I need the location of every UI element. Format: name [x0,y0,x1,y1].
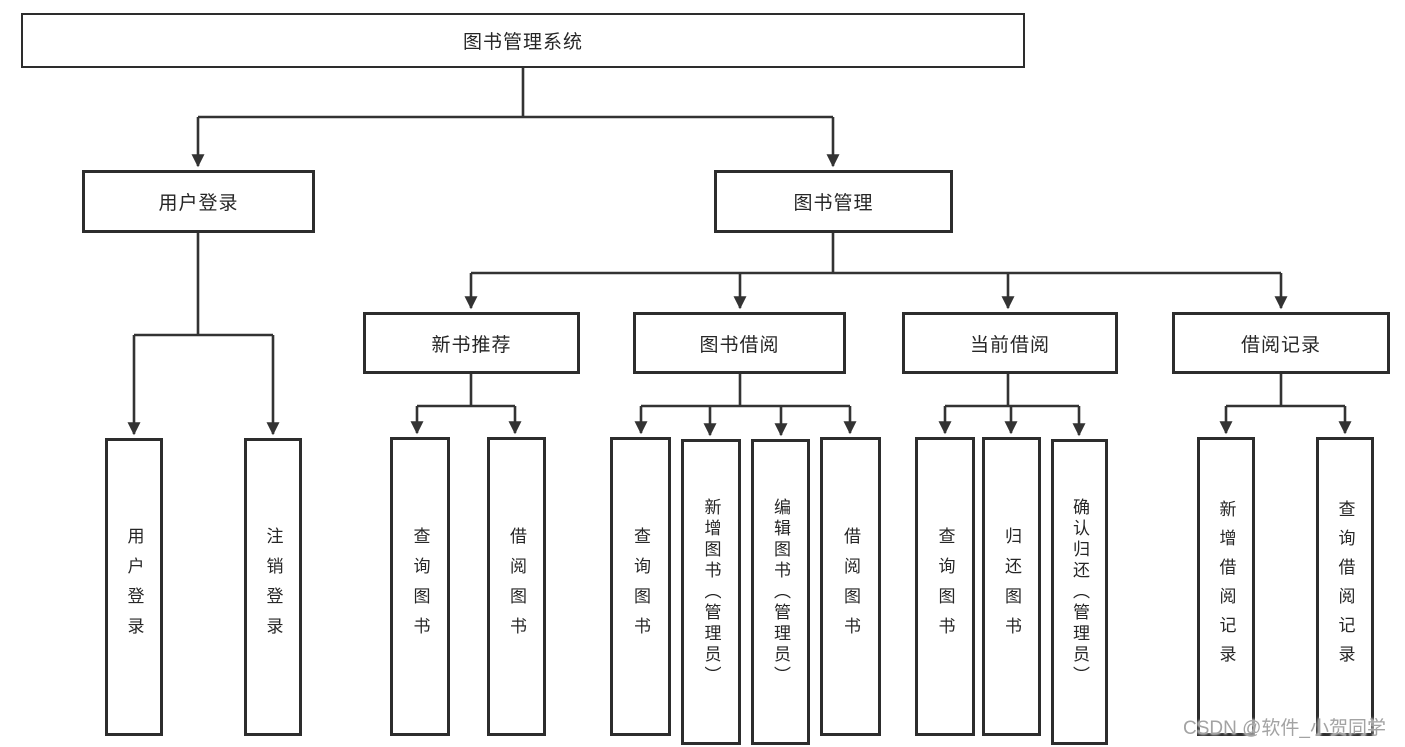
node-current-borrowing: 当前借阅 [902,312,1118,374]
node-borrowing-records: 借阅记录 [1172,312,1390,374]
leaf-query-books-borrow: 查询图书 [610,437,671,736]
leaf-logout: 注销登录 [244,438,302,736]
node-new-book-recommend: 新书推荐 [363,312,580,374]
leaf-add-book-admin: 新增图书（管理员） [681,439,741,745]
leaf-borrow-books: 借阅图书 [820,437,881,736]
csdn-watermark: CSDN @软件_小贺同学 [1183,718,1386,739]
leaf-borrow-books-recommend: 借阅图书 [487,437,546,736]
leaf-query-borrow-record: 查询借阅记录 [1316,437,1374,736]
leaf-edit-book-admin: 编辑图书（管理员） [751,439,810,745]
leaf-user-login: 用户登录 [105,438,163,736]
node-library-management-system: 图书管理系统 [21,13,1025,68]
leaf-add-borrow-record: 新增借阅记录 [1197,437,1255,736]
node-user-login: 用户登录 [82,170,315,233]
leaf-query-books-recommend: 查询图书 [390,437,450,736]
leaf-confirm-return-admin: 确认归还（管理员） [1051,439,1108,745]
node-book-borrowing: 图书借阅 [633,312,846,374]
node-book-management: 图书管理 [714,170,953,233]
leaf-query-books-current: 查询图书 [915,437,975,736]
leaf-return-book: 归还图书 [982,437,1041,736]
